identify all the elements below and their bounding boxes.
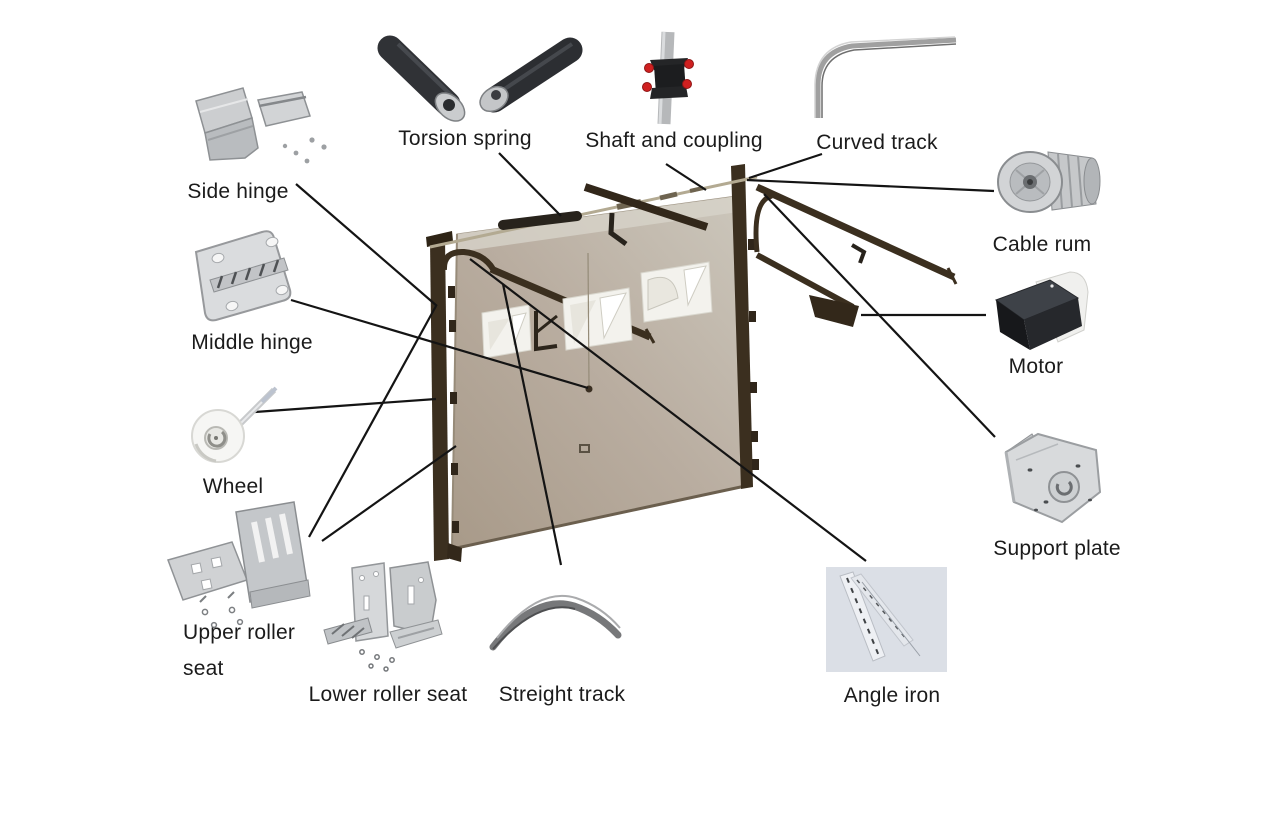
label-torsion-spring: Torsion spring [398, 127, 532, 150]
leader-wheel [254, 397, 437, 414]
torsion-spring-image [377, 35, 583, 122]
label-support-plate: Support plate [993, 537, 1121, 560]
middle-hinge-image [194, 230, 292, 322]
wheel-image [191, 386, 278, 463]
label-side-hinge: Side hinge [187, 180, 289, 203]
support-plate-image [1004, 432, 1102, 524]
leader-shaft-coupling [665, 163, 707, 191]
leader-torsion-spring [498, 152, 562, 217]
leader-curved-track [748, 152, 823, 180]
door-windows [481, 261, 713, 359]
cable-rum-image [997, 151, 1101, 213]
leader-cable-rum [746, 178, 995, 193]
label-middle-hinge: Middle hinge [191, 331, 313, 354]
label-streight-track: Streight track [498, 683, 626, 706]
leader-upper-roller-b [321, 445, 457, 542]
label-motor: Motor [1008, 355, 1064, 378]
leader-support-plate [763, 193, 996, 438]
label-lower-roller-seat: Lower roller seat [308, 683, 468, 706]
leader-upper-roller-a [308, 305, 437, 538]
label-cable-rum: Cable rum [992, 233, 1092, 256]
curved-track-image [814, 36, 957, 118]
leader-middle-hinge [290, 298, 589, 390]
angle-iron-image [826, 567, 947, 672]
leader-lines [254, 152, 996, 566]
lower-roller-seat-image [323, 561, 443, 672]
leader-streight-track [501, 283, 563, 566]
leader-angle-iron [469, 258, 867, 562]
side-hinge-image [195, 87, 327, 164]
garage-door-illustration [426, 164, 958, 562]
label-upper-roller-seat: Upper roller seat [183, 621, 296, 681]
label-curved-track: Curved track [816, 131, 938, 154]
label-shaft-and-coupling: Shaft and coupling [585, 129, 763, 152]
streight-track-image [489, 594, 622, 651]
label-angle-iron: Angle iron [843, 684, 941, 707]
label-wheel: Wheel [202, 475, 264, 498]
shaft-coupling-image [642, 31, 694, 125]
upper-roller-seat-image [167, 501, 311, 629]
leader-side-hinge [295, 183, 438, 307]
motor-image [994, 271, 1089, 350]
